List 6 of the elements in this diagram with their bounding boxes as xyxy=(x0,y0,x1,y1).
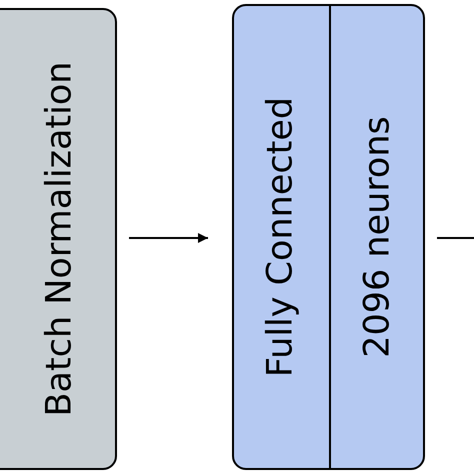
layer-name: Batch Normalization xyxy=(42,62,77,416)
layer-box xyxy=(0,8,117,470)
layer-size: 2096 neurons xyxy=(360,116,396,358)
arrow xyxy=(129,233,208,243)
layer-box xyxy=(232,4,425,470)
layer-name: Fully Connected xyxy=(264,96,299,378)
